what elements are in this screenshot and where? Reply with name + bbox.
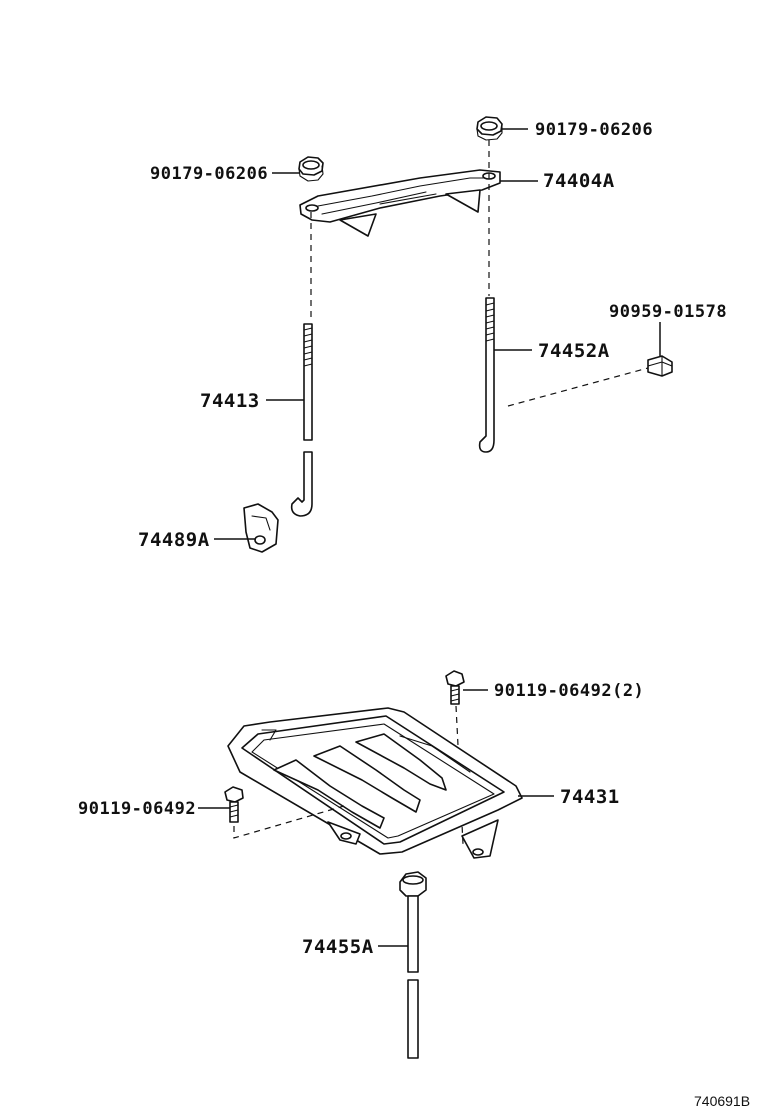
bolt-tray-left-illustration bbox=[224, 786, 244, 823]
label-clip: 90959-01578 bbox=[609, 302, 727, 322]
label-rod-right: 74452A bbox=[538, 340, 610, 362]
label-clamp: 74404A bbox=[543, 170, 615, 192]
bolt-long-illustration bbox=[399, 871, 427, 1059]
label-nut-right: 90179-06206 bbox=[535, 120, 653, 140]
label-plate: 74489A bbox=[138, 529, 210, 551]
rod-right-illustration bbox=[478, 297, 495, 453]
label-tray: 74431 bbox=[560, 786, 620, 808]
label-bolt-tray-left: 90119-06492 bbox=[78, 799, 196, 819]
tray-illustration bbox=[227, 707, 523, 859]
nut-left-illustration bbox=[298, 156, 324, 182]
clamp-illustration bbox=[299, 169, 501, 237]
label-bolt-tray-right: 90119-06492(2) bbox=[494, 681, 644, 701]
rod-left-illustration bbox=[290, 323, 313, 517]
label-rod-left: 74413 bbox=[200, 390, 260, 412]
label-bolt-long: 74455A bbox=[302, 936, 374, 958]
drawing-code: 740691B bbox=[694, 1093, 750, 1109]
clip-illustration bbox=[647, 355, 673, 377]
label-nut-left: 90179-06206 bbox=[150, 164, 268, 184]
nut-right-illustration bbox=[476, 116, 503, 141]
bolt-tray-right-illustration bbox=[445, 670, 465, 705]
plate-illustration bbox=[243, 503, 279, 553]
